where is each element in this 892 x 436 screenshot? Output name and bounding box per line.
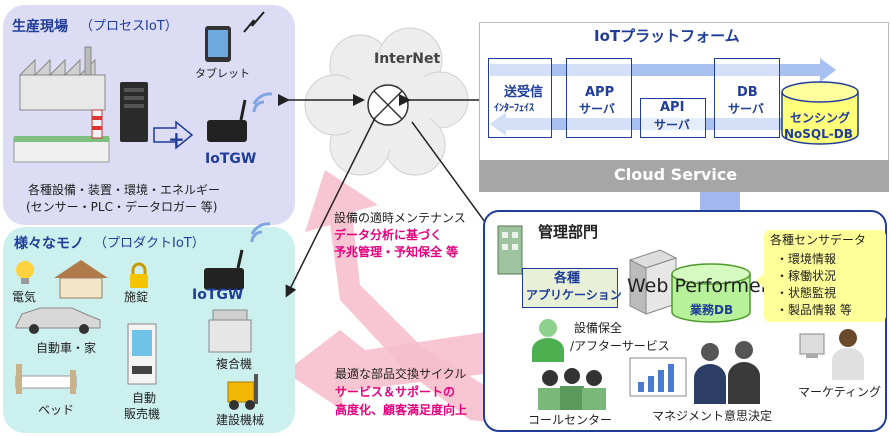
- iot-gateway-icon: [207, 99, 247, 142]
- cloud-service-bar: [479, 160, 889, 192]
- sensor-data-title: 各種センサデータ: [770, 233, 867, 247]
- call-center-icon: [538, 368, 606, 410]
- plus-arrow-icon: [153, 120, 194, 150]
- sensor-data-callout: [756, 230, 886, 322]
- things-wifi-signal-icon: [250, 222, 271, 243]
- bed-label: ベッド: [38, 403, 75, 417]
- service-staff-icon: [532, 319, 564, 362]
- marketing-staff-icon: [799, 329, 864, 380]
- office-building-icon: [497, 225, 523, 275]
- parts-note-line1: 最適な部品交換サイクル: [335, 367, 467, 381]
- chart-board-icon: [629, 357, 687, 397]
- app-server: [566, 58, 632, 138]
- vending-label-line1: 自動: [132, 391, 157, 405]
- sensor-data-item-1: ・環境情報: [776, 252, 837, 266]
- copier-icon: [208, 309, 252, 353]
- server-rack-icon: [120, 82, 148, 142]
- wifi-signal-icon: [252, 92, 273, 113]
- sensor-data-item-2: ・稼働状況: [776, 269, 837, 283]
- parts-note-line3: 高度化、顧客満足度向上: [335, 403, 468, 417]
- padlock-icon: [130, 262, 148, 288]
- house-icon: [54, 260, 108, 299]
- executives-icon: [694, 341, 760, 404]
- car-icon: [15, 307, 101, 334]
- nosql-line2: NoSQL-DB: [784, 127, 853, 141]
- factory-gateway-label: IoTGW: [205, 151, 257, 167]
- sensor-data-item-4: ・製品情報 等: [776, 303, 852, 317]
- factory-subtitle: （プロセスIoT）: [80, 19, 178, 34]
- lightning-signal-icon: [243, 11, 265, 33]
- factory-caption-line1: 各種設備・装置・環境・エネルギー: [28, 183, 221, 197]
- nosql-line1: センシング: [790, 111, 851, 125]
- vending-label-line2: 販売機: [124, 407, 161, 421]
- sensor-data-item-3: ・状態監視: [776, 286, 837, 300]
- call-center-label: コールセンター: [528, 413, 613, 427]
- factory-building-icon: [18, 46, 106, 111]
- app-line2: サーバ: [579, 102, 615, 116]
- pink-arrow-to-things: [285, 330, 500, 412]
- car-home-label: 自動車・家: [36, 341, 97, 355]
- internet-cloud: [304, 27, 469, 176]
- cloud-service-label: Cloud Service: [614, 165, 738, 184]
- management-decision-label: マネジメント意思決定: [652, 409, 773, 423]
- app-line1: APP: [585, 85, 615, 100]
- things-iot-gateway-icon: [204, 249, 244, 290]
- internet-label: InterNet: [374, 51, 441, 67]
- comm-line1: 送受信: [504, 85, 544, 100]
- tablet-icon: [205, 26, 231, 62]
- bed-icon: [15, 364, 77, 394]
- service-line1: 設備保全: [574, 321, 623, 335]
- db-server: [714, 58, 780, 138]
- platform-title: IoTプラットフォーム: [594, 27, 740, 45]
- api-line2: サーバ: [654, 118, 690, 132]
- factory-plant-icon: [13, 109, 110, 163]
- comm-line2: ｲﾝﾀｰﾌｪｲｽ: [494, 103, 534, 114]
- maintenance-note-line1: 設備の適時メンテナンス: [334, 211, 466, 225]
- web-performer-label: Web Performer: [627, 275, 769, 297]
- web-server-icon: [628, 249, 678, 315]
- electricity-label: 電気: [12, 290, 37, 304]
- db-line1: DB: [737, 85, 758, 100]
- comm-interface-server: [488, 58, 552, 138]
- business-db-label: 業務DB: [690, 303, 734, 317]
- factory-caption-line2: (センサー・PLC・データロガー 等): [26, 200, 218, 214]
- nosql-db-cylinder-icon: [781, 81, 859, 145]
- factory-panel: [3, 5, 295, 225]
- lock-label: 施錠: [124, 290, 149, 304]
- api-line1: API: [660, 100, 685, 115]
- service-line2: /アフターサービス: [570, 339, 670, 353]
- parts-note-line2: サービス＆サポートの: [335, 385, 456, 399]
- business-db-cylinder-icon: [671, 263, 751, 323]
- tablet-label: タブレット: [195, 67, 250, 80]
- applications-line2: アプリケーション: [526, 288, 622, 302]
- applications-box: [522, 268, 618, 308]
- marketing-label: マーケティング: [798, 385, 882, 399]
- maintenance-note-line3: 予兆管理・予知保全 等: [334, 245, 459, 259]
- api-server: [640, 98, 706, 138]
- copier-label: 複合機: [216, 357, 253, 371]
- vending-machine-icon: [127, 323, 157, 385]
- things-gateway-label: IoTGW: [192, 287, 244, 303]
- factory-title: 生産現場: [12, 19, 68, 35]
- lightbulb-icon: [16, 261, 34, 284]
- management-title: 管理部門: [538, 223, 599, 241]
- maintenance-note-line2: データ分析に基づく: [334, 228, 443, 242]
- applications-line1: 各種: [554, 271, 581, 286]
- db-line2: サーバ: [728, 102, 764, 116]
- things-title: 様々なモノ: [14, 236, 84, 252]
- things-subtitle: （プロダクトIoT）: [94, 236, 205, 251]
- construction-label: 建設機械: [216, 413, 265, 427]
- forklift-icon: [227, 374, 258, 410]
